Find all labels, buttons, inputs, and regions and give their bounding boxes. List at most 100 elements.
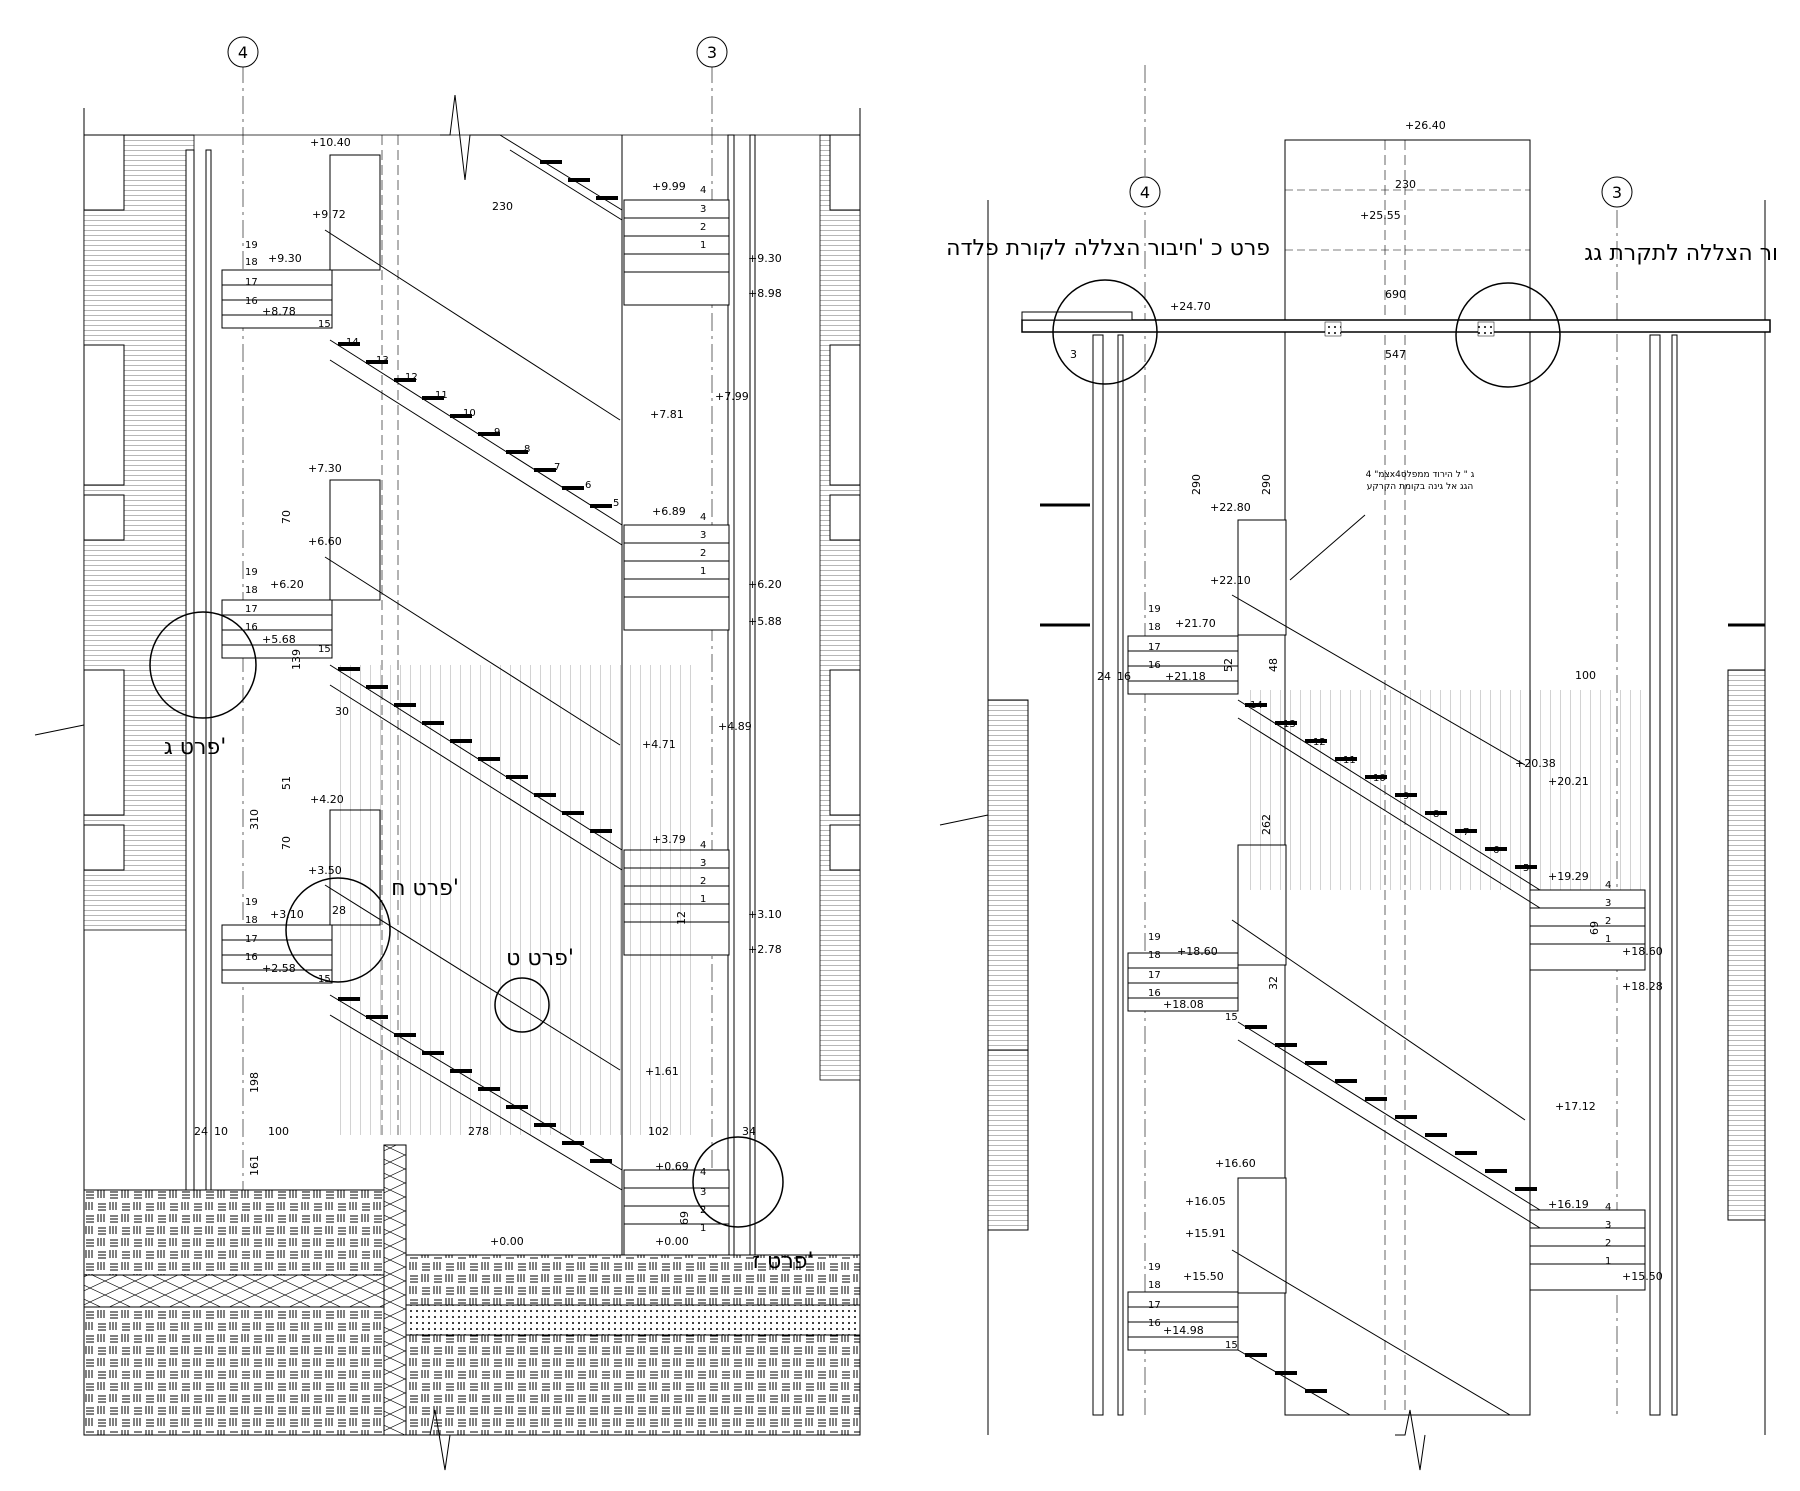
step-number: 19 — [245, 240, 258, 251]
left-step-numbers: 19 18 17 16 15 14 13 12 11 10 9 8 7 6 5 … — [245, 185, 706, 1234]
step-number: 18 — [245, 585, 258, 596]
right-elevation-labels: +26.40 +25.55 +24.70 +22.80 +22.10 +21.7… — [1163, 119, 1663, 1337]
step-number: 1 — [700, 566, 706, 577]
elevation-label: +18.60 — [1177, 945, 1218, 958]
elevation-label: +15.50 — [1622, 1270, 1663, 1283]
step-number: 9 — [1403, 791, 1409, 802]
detail-circle-z[interactable] — [692, 1136, 784, 1228]
detail-circle-g[interactable] — [149, 611, 257, 719]
svg-text:4: 4 — [238, 43, 248, 62]
dimension-label: 230 — [1395, 178, 1416, 191]
elevation-label: +7.30 — [308, 462, 342, 475]
elevation-label: +4.71 — [642, 738, 676, 751]
elevation-label: +15.50 — [1183, 1270, 1224, 1283]
detail-circle-k-left[interactable] — [1052, 279, 1158, 385]
dimension-label: 290 — [1190, 474, 1203, 495]
step-number: 16 — [1148, 660, 1161, 671]
elevation-label: +4.20 — [310, 793, 344, 806]
step-number: 1 — [700, 894, 706, 905]
elevation-label: +16.05 — [1185, 1195, 1226, 1208]
step-number: 18 — [1148, 622, 1161, 633]
step-number: 17 — [245, 604, 258, 615]
left-elevation-labels: +10.40 +9.99 +9.72 +9.30 +9.30 +8.98 +8.… — [262, 136, 782, 1248]
elevation-label: +9.99 — [652, 180, 686, 193]
step-number: 17 — [1148, 642, 1161, 653]
svg-text:3: 3 — [707, 43, 717, 62]
step-number: 3 — [700, 530, 706, 541]
step-number: 2 — [700, 1205, 706, 1216]
right-grid-bubble-4: 4 — [1129, 176, 1161, 208]
elevation-label: +18.60 — [1622, 945, 1663, 958]
step-number: 14 — [346, 337, 359, 348]
dimension-label: 230 — [492, 200, 513, 213]
step-number: 4 — [1605, 1202, 1611, 1213]
dimension-label: 278 — [468, 1125, 489, 1138]
step-number: 6 — [1493, 845, 1499, 856]
detail-title-k: פרט כ 'חיבור הצללה לקורת פלדה — [946, 236, 1270, 261]
step-number: 4 — [700, 840, 706, 851]
step-number: 4 — [700, 185, 706, 196]
right-section — [939, 65, 1771, 1471]
step-number: 3 — [700, 1187, 706, 1198]
elevation-label: +21.70 — [1175, 617, 1216, 630]
step-number: 14 — [1250, 700, 1263, 711]
step-number: 16 — [1148, 988, 1161, 999]
step-number: 11 — [1343, 755, 1356, 766]
elevation-label: +19.29 — [1548, 870, 1589, 883]
dimension-label: 100 — [268, 1125, 289, 1138]
detail-circle-h[interactable] — [285, 877, 391, 983]
step-number: 15 — [1225, 1340, 1238, 1351]
note-line-2: הגג אל גינה בקומת הקרקע — [1367, 482, 1474, 492]
elevation-label: +22.80 — [1210, 501, 1251, 514]
dimension-label: 32 — [1267, 976, 1280, 990]
detail-label-g: פרט ג' — [164, 735, 227, 760]
step-number: 8 — [524, 444, 530, 455]
step-number: 16 — [245, 296, 258, 307]
dimension-label: 262 — [1260, 814, 1273, 835]
left-section — [34, 65, 861, 1471]
elevation-label: +22.10 — [1210, 574, 1251, 587]
detail-circle-k-right[interactable] — [1455, 282, 1561, 388]
elevation-label: +6.20 — [748, 578, 782, 591]
dimension-label: 70 — [280, 510, 293, 524]
step-number: 5 — [1523, 863, 1529, 874]
step-number: 18 — [1148, 1280, 1161, 1291]
detail-label-h: פרט ח' — [391, 876, 459, 901]
step-number: 15 — [318, 974, 331, 985]
right-step-numbers: 19 18 17 16 14 13 12 11 10 9 8 7 6 5 4 3… — [1148, 604, 1611, 1351]
elevation-label: +1.61 — [645, 1065, 679, 1078]
step-number: 16 — [245, 952, 258, 963]
elevation-label: +14.98 — [1163, 1324, 1204, 1337]
elevation-label: +2.78 — [748, 943, 782, 956]
step-number: 17 — [1148, 1300, 1161, 1311]
step-number: 2 — [1605, 1238, 1611, 1249]
step-number: 4 — [1605, 880, 1611, 891]
step-number: 13 — [376, 355, 389, 366]
detail-title-roof: ור הצללה לתקרת גג — [1584, 241, 1778, 266]
step-number: 3 — [1605, 898, 1611, 909]
step-number: 7 — [554, 462, 560, 473]
step-number: 19 — [245, 567, 258, 578]
elevation-label: +26.40 — [1405, 119, 1446, 132]
elevation-label: +9.30 — [748, 252, 782, 265]
step-number: 8 — [1433, 809, 1439, 820]
elevation-label: +0.00 — [490, 1235, 524, 1248]
dimension-label: 12 — [675, 911, 688, 925]
dimension-label: 16 — [1117, 670, 1131, 683]
dimension-label: 69 — [1588, 921, 1601, 935]
step-number: 16 — [245, 622, 258, 633]
elevation-label: +7.99 — [715, 390, 749, 403]
right-dimension-labels: 230 690 547 3 290 290 262 100 52 48 32 6… — [1070, 178, 1601, 990]
step-number: 19 — [1148, 1262, 1161, 1273]
step-number: 17 — [245, 934, 258, 945]
elevation-label: +8.98 — [748, 287, 782, 300]
step-number: 2 — [1605, 916, 1611, 927]
detail-circle-t[interactable] — [494, 977, 550, 1033]
step-number: 17 — [1148, 970, 1161, 981]
left-grid-bubble-3: 3 — [696, 36, 728, 68]
step-number: 2 — [700, 548, 706, 559]
dimension-label: 51 — [280, 776, 293, 790]
svg-text:3: 3 — [1612, 183, 1622, 202]
step-number: 9 — [494, 427, 500, 438]
dimension-label: 10 — [214, 1125, 228, 1138]
